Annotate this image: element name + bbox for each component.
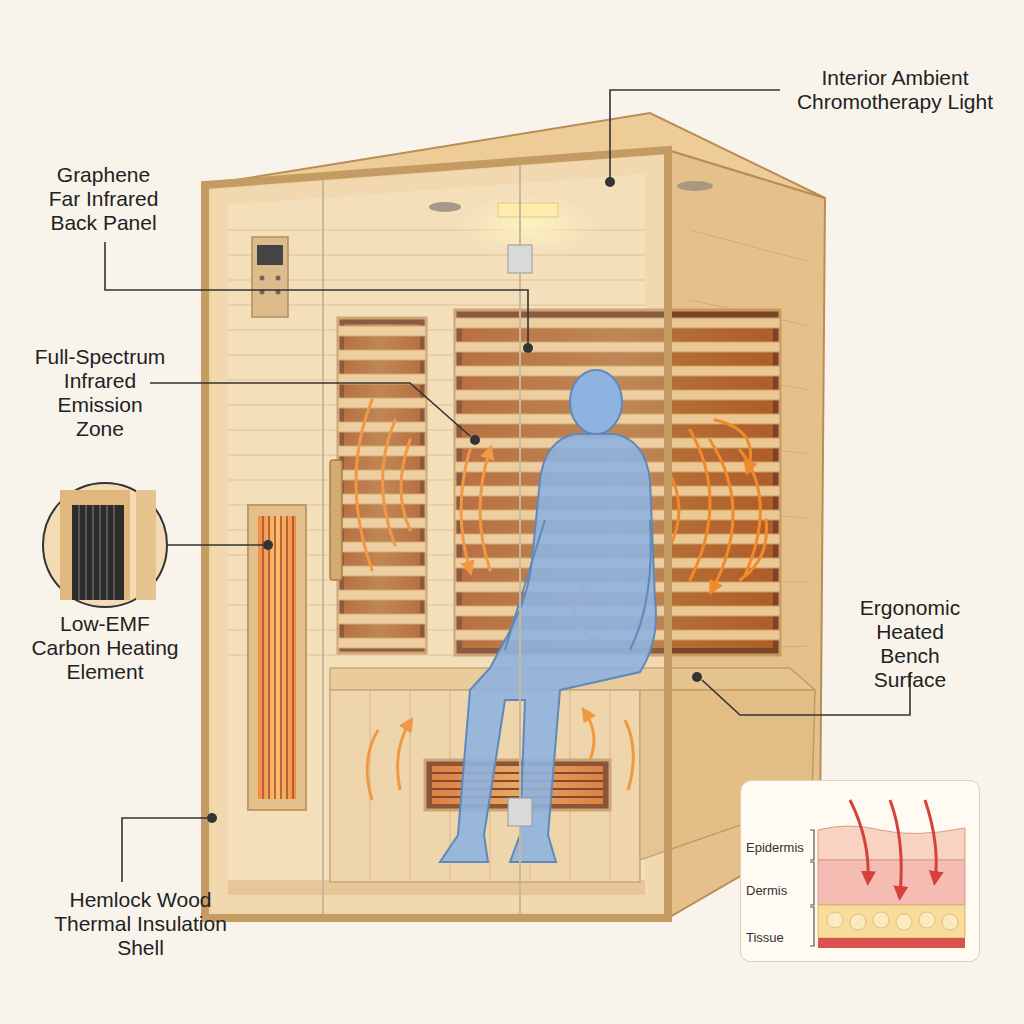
callout-label: Hemlock Wood Thermal Insulation Shell xyxy=(48,888,233,960)
skin-cross-section xyxy=(741,781,979,961)
callout-label: Interior Ambient Chromotherapy Light xyxy=(775,66,1015,114)
leader-lines xyxy=(105,90,910,882)
callout-label: Full-Spectrum Infrared Emission Zone xyxy=(33,345,167,441)
layer-label: Tissue xyxy=(746,930,784,946)
inset-box: EpidermisDermisTissue xyxy=(740,780,980,962)
glass-door xyxy=(205,150,668,918)
callout-label: Low-EMF Carbon Heating Element xyxy=(29,612,181,684)
callout-label: Ergonomic Heated Bench Surface xyxy=(844,596,976,692)
leader-dots xyxy=(207,177,702,823)
layer-label: Dermis xyxy=(746,883,787,899)
callout-label: Graphene Far Infrared Back Panel xyxy=(41,163,166,235)
heater-closeup xyxy=(43,483,167,607)
cabin-shell xyxy=(205,113,825,918)
layer-label: Epidermis xyxy=(746,840,804,856)
